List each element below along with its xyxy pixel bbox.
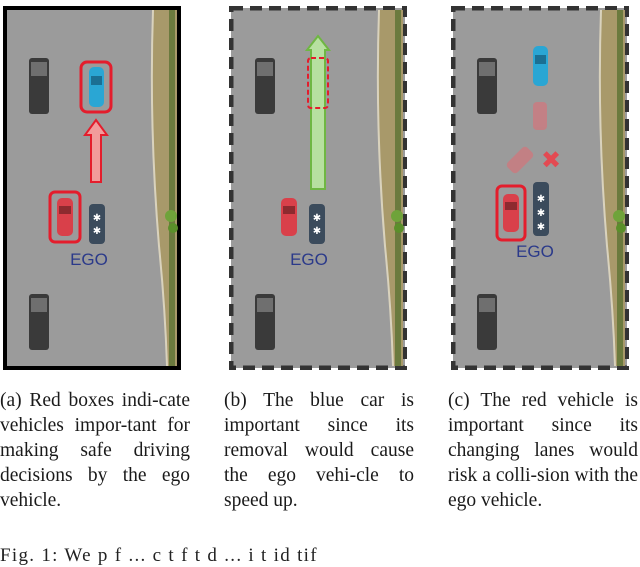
up-arrow [83,118,109,183]
svg-text:✱: ✱ [537,208,545,219]
highlight-box [48,190,82,244]
red-car [281,198,297,236]
ego-vehicle: ✱ ✱ ✱ [533,182,549,236]
svg-text:✱: ✱ [93,213,101,224]
parked-truck [477,58,497,114]
caption-b: (b) The blue car is important since its … [224,390,414,511]
lane-change-trajectory [506,102,547,174]
figure-caption-fragment: Fig. 1: We p f ... c t f t d ... i t id … [0,545,318,566]
tree [613,210,626,233]
ego-vehicle: ✱✱ [89,204,105,244]
red-car [57,198,73,236]
blue-car [533,46,548,86]
ego-label: EGO [70,250,108,269]
svg-text:✱: ✱ [93,226,101,237]
ego-label: EGO [516,242,554,261]
highlight-box [495,184,527,242]
green-arrow [304,34,332,190]
parked-truck [255,58,275,114]
svg-text:✱: ✱ [537,194,545,205]
ego-vehicle: ✱✱ [309,204,325,244]
parked-truck [255,294,275,350]
svg-text:✱: ✱ [537,222,545,233]
parked-truck [29,58,49,114]
caption-a: (a) Red boxes indi-cate vehicles impor-t… [0,390,190,511]
red-car [503,194,519,232]
tree [391,210,404,233]
highlight-box [79,60,113,114]
parked-truck [29,294,49,350]
panel-b: ✱✱ EGO [229,6,407,370]
collision-icon: ✖ [541,148,561,174]
ego-label: EGO [290,250,328,269]
parked-truck [477,294,497,350]
dashed-frame [229,6,407,370]
removed-car-box [307,57,329,109]
tree [165,210,178,233]
blue-car [89,67,104,107]
dashed-frame [451,6,629,370]
caption-c: (c) The red vehicle is important since i… [448,390,638,511]
svg-text:✱: ✱ [313,226,321,237]
panel-a: ✱✱ EGO [3,6,181,370]
panel-c: ✖ ✱ ✱ ✱ EGO [451,6,629,370]
svg-text:✱: ✱ [313,213,321,224]
